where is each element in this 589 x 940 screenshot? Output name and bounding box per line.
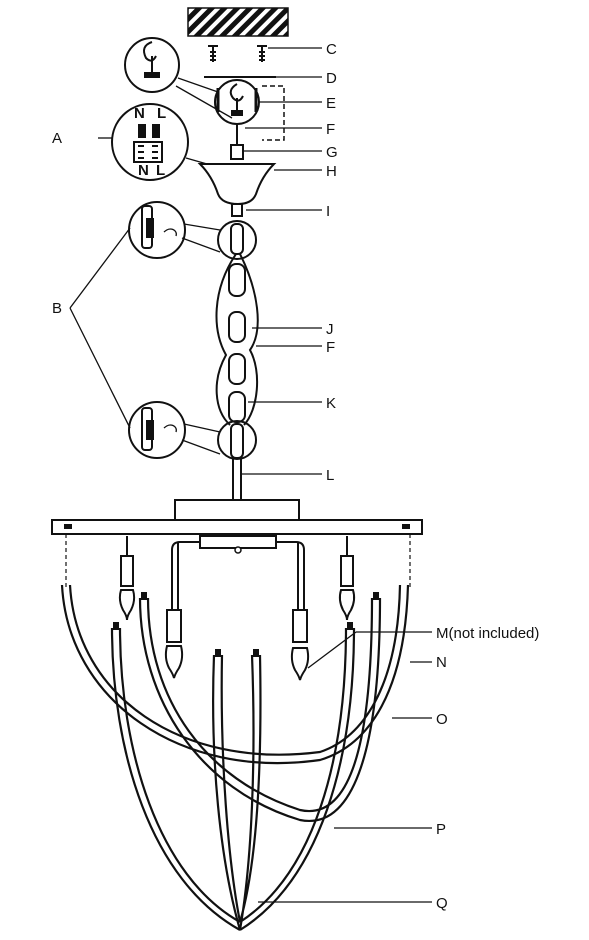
- chain-link-icon: [215, 220, 259, 460]
- label-i: I: [326, 203, 330, 220]
- ceiling-hatch-icon: [187, 7, 289, 37]
- label-g: G: [326, 144, 338, 161]
- canopy: [197, 163, 277, 206]
- label-a: A: [52, 130, 62, 147]
- label-f-top: F: [326, 121, 335, 138]
- label-o: O: [436, 711, 448, 728]
- label-e: E: [326, 95, 336, 112]
- label-l: L: [326, 467, 334, 484]
- inset-mark-n-bottom: N: [138, 162, 149, 179]
- label-q: Q: [436, 895, 448, 912]
- screw-icon: [208, 45, 267, 62]
- label-p: P: [436, 821, 446, 838]
- inset-mark-l-top: L: [157, 105, 166, 122]
- label-d: D: [326, 70, 337, 87]
- chain-detail-inset-top: [128, 201, 221, 259]
- bulb-icon: [118, 536, 356, 681]
- label-j: J: [326, 321, 334, 338]
- arm-set: [60, 584, 410, 931]
- label-f-mid: F: [326, 339, 335, 356]
- hub: [174, 499, 300, 521]
- frame-ring: [51, 519, 423, 535]
- label-h: H: [326, 163, 337, 180]
- label-m: M(not included): [436, 625, 539, 642]
- terminal-block: [230, 144, 244, 160]
- chain-detail-inset-bottom: [128, 401, 221, 459]
- label-n: N: [436, 654, 447, 671]
- inset-mark-l-bottom: L: [156, 162, 165, 179]
- hook-detail-inset: [124, 37, 233, 119]
- label-k: K: [326, 395, 336, 412]
- hook-icon: [214, 79, 260, 125]
- label-b: B: [52, 300, 62, 317]
- wire-connector-icon: N L N L: [111, 103, 189, 181]
- label-c: C: [326, 41, 337, 58]
- inset-mark-n-top: N: [134, 105, 145, 122]
